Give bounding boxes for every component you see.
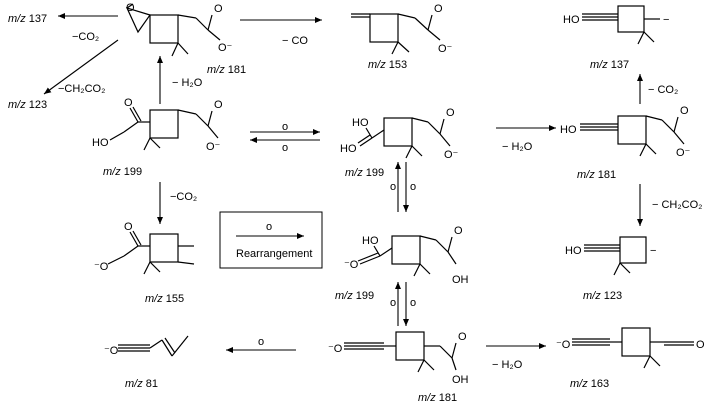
atom-o: O (446, 107, 455, 119)
mass-label: m/z 199 (103, 166, 142, 178)
molecule-mz199-enediol: HO HO O O⁻ (340, 107, 459, 161)
molecule-mz181-cyclopropanone: O O O⁻ (125, 2, 233, 57)
molecule-mz123-right: HO − (565, 236, 656, 276)
arrow-label: − H₂O (172, 77, 203, 89)
atom-ho: HO (340, 143, 357, 155)
atom-minus: − (663, 14, 669, 26)
atom-oh: OH (452, 374, 469, 386)
atom-ominus: O⁻ (676, 147, 691, 159)
legend-label: Rearrangement (236, 248, 312, 260)
molecule-mz199-left: HO O O O⁻ (92, 97, 223, 153)
molecule-mz153: O O⁻ (351, 3, 453, 55)
atom-o: O (454, 225, 463, 237)
molecule-mz155: ⁻O O (94, 221, 195, 275)
mass-label: m/z 123 (8, 99, 47, 111)
mass-label: m/z 199 (335, 290, 374, 302)
arrow-label: − H₂O (502, 141, 533, 153)
arrow-label: o (410, 297, 416, 309)
atom-minus-o: ⁻O (328, 343, 343, 355)
atom-o: O (458, 331, 467, 343)
atom-ho: HO (362, 235, 379, 247)
atom-ominus: O⁻ (218, 42, 233, 54)
mass-label: m/z 163 (570, 378, 609, 390)
arrow-label: o (390, 297, 396, 309)
mass-label: m/z 137 (590, 59, 629, 71)
mass-label: m/z 199 (345, 167, 384, 179)
arrow-label: −CH₂CO₂ (58, 83, 105, 95)
molecule-mz163: ⁻O O (556, 327, 705, 369)
atom-minus: − (650, 245, 656, 257)
atom-ho: HO (560, 124, 577, 136)
mass-label: m/z 181 (418, 392, 457, 404)
mass-label: m/z 137 (8, 13, 47, 25)
molecule-mz199-enolate: HO ⁻O O OH (344, 225, 469, 286)
atom-oh: OH (452, 274, 469, 286)
atom-ominus: O⁻ (438, 43, 453, 55)
atom-o: O (124, 97, 133, 109)
arrow-label: − CO (282, 35, 308, 47)
molecule-mz181-bottom: ⁻O O OH (328, 331, 469, 386)
legend-symbol: o (266, 221, 272, 233)
arrow-label: − CO₂ (648, 84, 678, 96)
cyclopropane-ring (125, 7, 151, 34)
legend-box (219, 211, 323, 269)
atom-o: O (434, 3, 443, 15)
cyclobutane-ring (149, 14, 179, 44)
mass-label: m/z 153 (368, 59, 407, 71)
atom-ho: HO (92, 137, 109, 149)
mass-label: m/z 155 (145, 293, 184, 305)
arrow-label: o (282, 121, 288, 133)
arrow-label: o (410, 181, 416, 193)
atom-o: O (126, 2, 135, 14)
arrow-loss-ch2co2 (43, 39, 119, 95)
atom-o: O (124, 221, 133, 233)
arrow-label: o (390, 181, 396, 193)
arrow-label: o (258, 336, 264, 348)
atom-o: O (214, 3, 223, 15)
mass-label: m/z 181 (207, 64, 246, 76)
atom-o: O (214, 99, 223, 111)
atom-ominus: O⁻ (444, 149, 459, 161)
mass-label: m/z 81 (125, 378, 158, 390)
atom-minus-o: ⁻O (104, 345, 119, 357)
atom-minus-o: ⁻O (556, 339, 571, 351)
atom-ho: HO (563, 14, 580, 26)
atom-ho: HO (565, 245, 582, 257)
atom-ominus: O⁻ (206, 141, 221, 153)
atom-o: O (680, 105, 689, 117)
arrow-label: o (282, 142, 288, 154)
legend: o Rearrangement (219, 211, 323, 269)
molecule-mz81: ⁻O (104, 335, 189, 357)
molecule-mz137-right: HO − (563, 5, 669, 45)
mass-label: m/z 181 (577, 169, 616, 181)
arrow-label: − H₂O (492, 359, 523, 371)
arrow-label: −CO₂ (72, 31, 99, 43)
atom-minus-o: ⁻O (94, 261, 109, 273)
atom-ho: HO (352, 117, 369, 129)
atom-o: O (696, 339, 705, 351)
atom-minus-o: ⁻O (344, 259, 359, 271)
arrow-label: −CO₂ (170, 191, 197, 203)
mass-label: m/z 123 (583, 290, 622, 302)
molecule-mz181-right: HO O O⁻ (560, 105, 691, 159)
arrow-label: − CH₂CO₂ (652, 199, 702, 211)
